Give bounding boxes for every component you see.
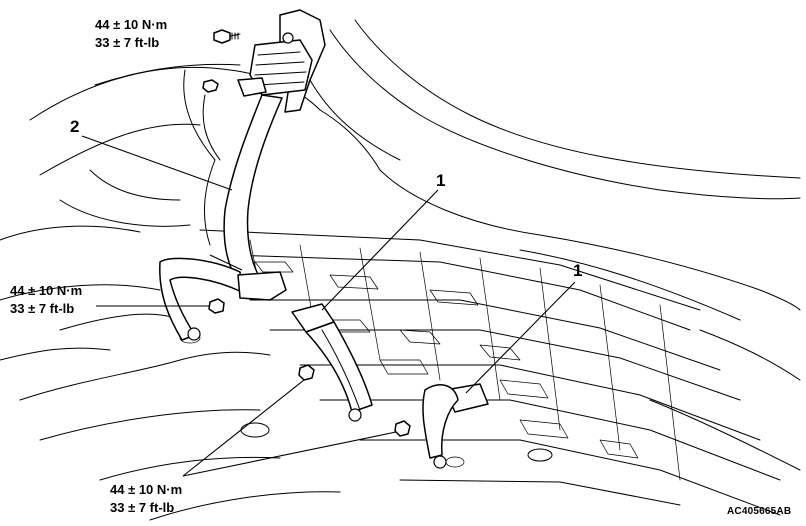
- callout-buckle-right: 1: [573, 261, 583, 280]
- reference-code: AC405665AB: [727, 506, 792, 517]
- bolt-upper-mount: [202, 79, 219, 93]
- belt-webbing: [159, 94, 287, 341]
- torque-label-left: 44 ± 10 N·m 33 ± 7 ft-lb: [10, 282, 82, 318]
- bolt-center: [298, 364, 315, 381]
- torque-bottom-nm: 44 ± 10 N·m: [110, 482, 183, 497]
- bolt-right: [394, 420, 411, 437]
- callout-buckle-center: 1: [436, 171, 446, 190]
- bolt-top: [213, 29, 241, 44]
- buckle-right: [422, 383, 489, 469]
- leader-lines: [81, 135, 576, 477]
- torque-left-nm: 44 ± 10 N·m: [10, 283, 83, 298]
- callout-belt-assembly: 2: [70, 117, 80, 136]
- torque-top-nm: 44 ± 10 N·m: [95, 17, 168, 32]
- vehicle-body-outline: [0, 19, 801, 521]
- retractor-assembly: [237, 9, 326, 113]
- buckle-center: [291, 303, 373, 422]
- torque-left-ftlb: 33 ± 7 ft-lb: [10, 301, 75, 316]
- torque-label-bottom: 44 ± 10 N·m 33 ± 7 ft-lb: [110, 481, 182, 517]
- torque-bottom-ftlb: 33 ± 7 ft-lb: [110, 500, 175, 515]
- torque-label-top: 44 ± 10 N·m 33 ± 7 ft-lb: [95, 16, 167, 52]
- bolt-left: [208, 298, 225, 314]
- torque-top-ftlb: 33 ± 7 ft-lb: [95, 35, 160, 50]
